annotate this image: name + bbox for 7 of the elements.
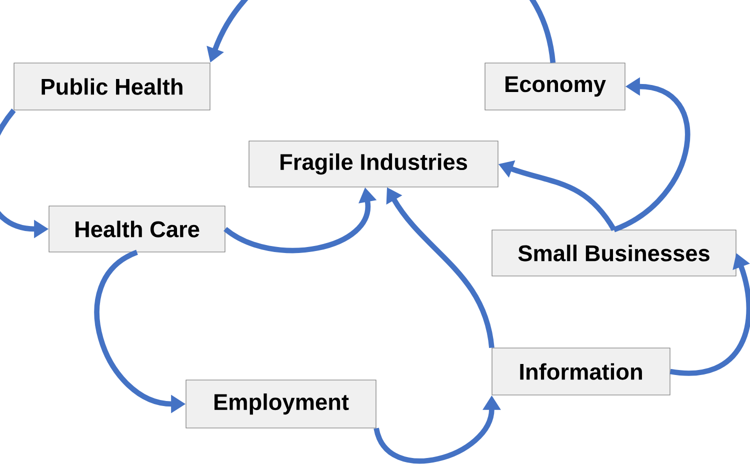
text-box: Public Health	[14, 62, 210, 110]
text-box: Employment	[186, 380, 376, 428]
text-box: Fragile Industries	[248, 140, 498, 188]
text-box: Small Businesses	[492, 230, 736, 276]
text-box: Health Care	[48, 206, 226, 252]
text-box: Economy	[484, 62, 626, 110]
text-box: Information	[492, 348, 670, 396]
